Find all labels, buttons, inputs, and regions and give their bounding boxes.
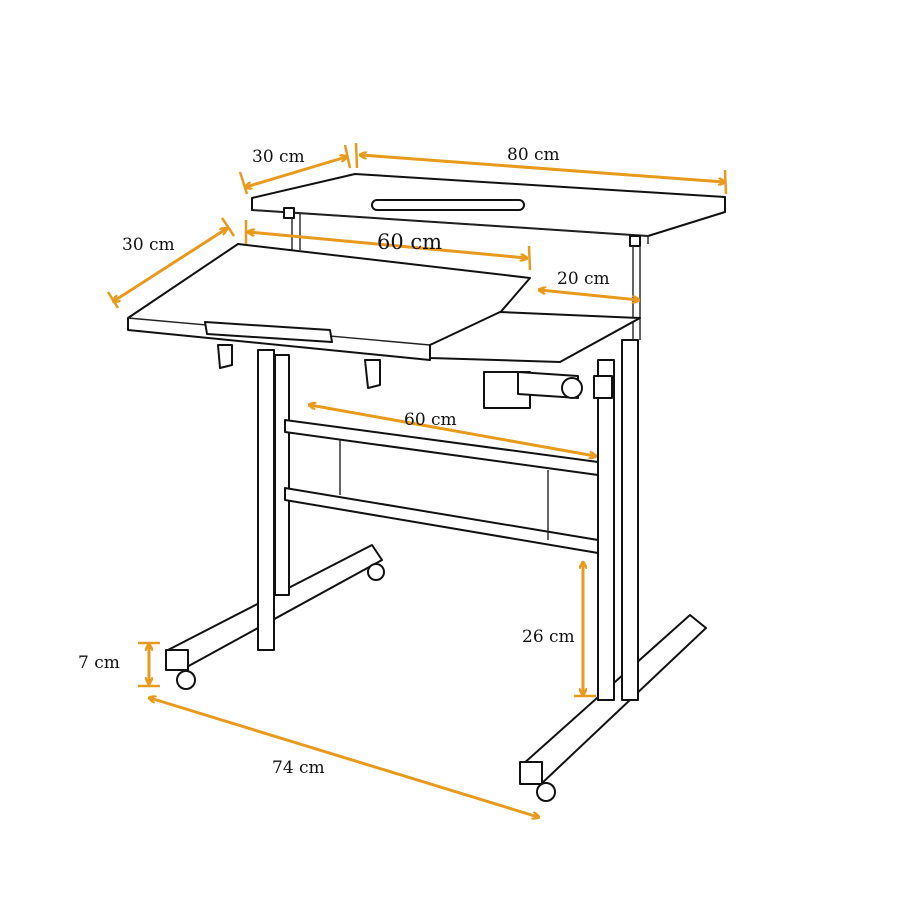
label-main-top-depth: 30 cm (122, 235, 175, 255)
dim-arrow-main-width (249, 232, 526, 258)
dimension-lines (106, 142, 728, 817)
dim-arrow-crossbar-width (310, 405, 595, 456)
main-desktop (127, 243, 531, 389)
lower-crossbar (284, 487, 599, 554)
dim-arrow-tray-width (540, 290, 638, 300)
side-tray (429, 311, 641, 409)
right-upright (597, 359, 615, 701)
label-side-tray-width: 20 cm (557, 269, 610, 289)
left-upright (257, 349, 275, 651)
label-base-length: 74 cm (272, 758, 325, 778)
caster (176, 670, 196, 690)
dim-arrow-main-depth (114, 229, 226, 301)
caster (536, 782, 556, 802)
caster (367, 563, 385, 581)
dim-arrow-base-length (150, 698, 538, 817)
label-top-shelf-depth: 30 cm (252, 147, 305, 167)
label-caster-height: 7 cm (78, 653, 120, 673)
label-top-shelf-width: 80 cm (507, 145, 560, 165)
label-main-top-width: 60 cm (377, 230, 442, 254)
dim-arrow-top-depth (246, 157, 346, 187)
label-crossbar-width: 60 cm (404, 410, 457, 430)
dim-arrow-top-width (361, 155, 724, 182)
label-crossbar-height: 26 cm (522, 627, 575, 647)
